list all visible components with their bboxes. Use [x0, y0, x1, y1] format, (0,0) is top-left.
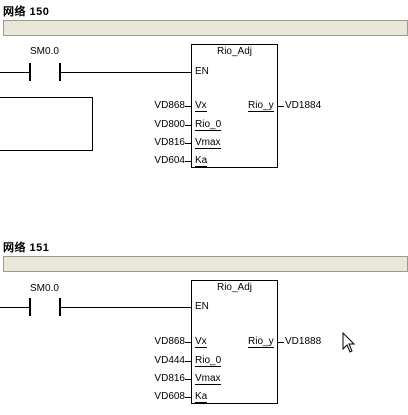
contact-left-bar[interactable]: [29, 63, 31, 81]
input-pin-label: Vx: [195, 100, 207, 112]
mouse-cursor-icon: [342, 332, 356, 353]
function-block-name: Rio_Adj: [216, 46, 253, 57]
rung-wire: [61, 307, 191, 308]
input-pin-label: Ka: [195, 391, 208, 403]
input-wire: [185, 342, 191, 343]
en-pin-label: EN: [195, 66, 209, 77]
output-wire: [278, 342, 284, 343]
input-operand[interactable]: VD604: [154, 155, 185, 166]
input-operand[interactable]: VD800: [154, 119, 185, 130]
input-operand[interactable]: VD444: [154, 355, 185, 366]
network-150-comment-bar[interactable]: [3, 20, 408, 36]
output-wire: [278, 106, 284, 107]
rung-wire: [61, 72, 191, 73]
output-pin-label: Rio_y: [248, 336, 274, 348]
input-operand[interactable]: VD816: [154, 137, 185, 148]
input-operand[interactable]: VD816: [154, 373, 185, 384]
network-150-title[interactable]: 网络 150: [3, 6, 50, 18]
input-operand[interactable]: VD868: [154, 100, 185, 111]
function-block-rio-adj[interactable]: [191, 280, 278, 404]
rung-wire: [0, 72, 29, 73]
input-wire: [185, 106, 191, 107]
input-operand[interactable]: VD868: [154, 336, 185, 347]
input-pin-label: Vmax: [195, 373, 221, 385]
input-wire: [185, 125, 191, 126]
output-operand[interactable]: VD1884: [285, 100, 322, 111]
output-operand[interactable]: VD1888: [285, 336, 322, 347]
input-pin-label: Vmax: [195, 137, 221, 149]
network-151-comment-bar[interactable]: [3, 256, 408, 272]
input-wire: [185, 397, 191, 398]
output-pin-label: Rio_y: [248, 100, 274, 112]
contact-left-bar[interactable]: [29, 298, 31, 316]
input-pin-label: Vx: [195, 336, 207, 348]
contact-address-label: SM0.0: [30, 283, 59, 294]
contact-right-bar[interactable]: [59, 298, 61, 316]
input-operand[interactable]: VD608: [154, 391, 185, 402]
input-wire: [185, 361, 191, 362]
rung-wire: [0, 307, 29, 308]
input-wire: [185, 379, 191, 380]
ladder-element-outline[interactable]: [0, 97, 93, 151]
contact-address-label: SM0.0: [30, 46, 59, 57]
function-block-rio-adj[interactable]: [191, 44, 278, 168]
network-151-title[interactable]: 网络 151: [3, 242, 50, 254]
input-pin-label: Rio_0: [195, 119, 222, 131]
function-block-name: Rio_Adj: [216, 282, 253, 293]
en-pin-label: EN: [195, 301, 209, 312]
contact-right-bar[interactable]: [59, 63, 61, 81]
input-wire: [185, 161, 191, 162]
input-pin-label: Rio_0: [195, 355, 222, 367]
input-wire: [185, 143, 191, 144]
input-pin-label: Ka: [195, 155, 208, 167]
